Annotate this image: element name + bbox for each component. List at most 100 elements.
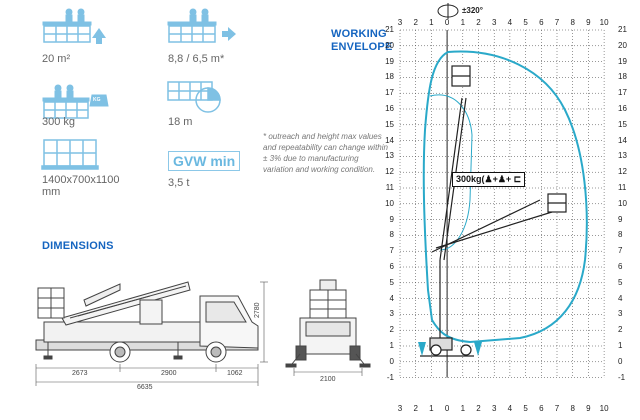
x-tick-label: 2: [476, 18, 481, 27]
x-tick-label: 0: [444, 18, 450, 27]
rear-dimension: 1062: [227, 370, 243, 377]
x-tick-label: 0: [444, 404, 450, 413]
envelope-inner-curve: [429, 94, 473, 251]
y-tick-label: -1: [618, 372, 626, 382]
tolerance-note: * outreach and height max values and rep…: [263, 132, 388, 174]
x-tick-label: 10: [599, 18, 609, 27]
x-tick-label: 8: [570, 404, 575, 413]
y-tick-label: 8: [389, 230, 394, 240]
basket-icon: [41, 139, 99, 170]
overhang-dimension: 2673: [72, 370, 88, 377]
width-dimension: 2100: [320, 376, 336, 383]
y-tick-label: 14: [618, 135, 627, 145]
y-tick-label: 11: [618, 183, 627, 192]
envelope-grid: [399, 29, 605, 378]
y-tick-label: 6: [618, 262, 623, 271]
wheelbase-dimension: 2900: [161, 370, 177, 377]
x-tick-label: 1: [429, 18, 434, 27]
x-tick-label: 3: [397, 404, 403, 413]
x-tick-label: 3: [397, 18, 403, 27]
person-icon: ♟+♟+ ⊏: [484, 174, 522, 184]
x-tick-label: 4: [507, 18, 513, 27]
x-tick-label: 10: [599, 404, 609, 413]
x-tick-label: 5: [523, 404, 528, 413]
load-capacity-text: 300kg(: [456, 174, 485, 184]
x-tick-label: 3: [491, 18, 497, 27]
y-tick-label: 3: [618, 309, 623, 319]
y-tick-label: 20: [618, 40, 627, 50]
y-tick-label: 7: [618, 246, 623, 256]
working-area-value: 20 m²: [42, 53, 71, 65]
y-tick-label: 20: [385, 40, 394, 50]
x-tick-label: 2: [476, 404, 481, 413]
truck-side-view: [35, 281, 259, 363]
gvw-label: GVW min: [168, 151, 241, 171]
y-tick-label: 1: [389, 341, 394, 350]
total-length-dimension: 6635: [137, 384, 153, 391]
y-tick-label: 9: [389, 214, 394, 224]
y-tick-label: 13: [385, 151, 394, 161]
x-tick-label: 5: [523, 18, 528, 27]
y-tick-label: 5: [389, 277, 394, 287]
platform-outreach-icon: [167, 8, 217, 43]
envelope-boom-drawing: [420, 65, 567, 357]
y-tick-label: 4: [389, 293, 394, 303]
envelope-outline: [422, 50, 588, 344]
capacity-icon: [42, 84, 109, 119]
x-tick-label: 1: [460, 404, 466, 413]
arrow-up-icon: [92, 28, 106, 44]
arrow-right-icon: [222, 27, 236, 41]
x-tick-label: 1: [429, 404, 434, 413]
x-tick-label: 2: [413, 404, 418, 413]
y-tick-label: 16: [618, 104, 627, 113]
y-tick-label: 18: [385, 72, 394, 82]
width-dimension-line: [293, 368, 363, 376]
x-tick-label: 7: [554, 404, 560, 413]
rotation-icon: [437, 3, 459, 19]
y-tick-label: 7: [389, 246, 394, 256]
y-tick-label: 12: [618, 167, 627, 177]
height-icon: [167, 81, 221, 113]
x-tick-label: 6: [539, 18, 544, 27]
platform-people-icon: [42, 8, 92, 43]
y-tick-label: 6: [389, 262, 394, 271]
y-tick-label: 18: [618, 72, 627, 82]
y-tick-label: 3: [389, 309, 394, 319]
y-tick-label: 14: [385, 135, 394, 145]
y-tick-label: 19: [385, 56, 394, 66]
working-envelope-heading: WORKING ENVELOPE: [331, 28, 393, 53]
y-tick-label: 19: [618, 56, 627, 66]
y-tick-label: 0: [618, 356, 623, 366]
x-tick-label: 1: [460, 18, 466, 27]
y-tick-label: 1: [618, 341, 623, 350]
y-tick-label: 15: [385, 119, 394, 129]
y-tick-label: 8: [618, 230, 623, 240]
y-tick-label: 17: [385, 88, 394, 98]
basket-size-value: 1400x700x1100 mm: [42, 174, 120, 198]
y-tick-label: 21: [618, 25, 627, 34]
x-tick-label: 6: [539, 404, 544, 413]
truck-front-view: [285, 279, 371, 368]
length-dimension-lines: [35, 281, 268, 386]
rotation-label: ±320°: [462, 6, 483, 15]
y-tick-label: -1: [386, 372, 394, 382]
capacity-value: 300 kg: [42, 116, 76, 128]
height-value: 18 m: [168, 116, 193, 128]
x-tick-label: 3: [491, 404, 497, 413]
y-tick-label: 4: [618, 293, 623, 303]
x-tick-label: 9: [586, 18, 591, 27]
y-tick-label: 16: [385, 104, 394, 113]
y-tick-label: 0: [389, 356, 394, 366]
outreach-value: 8,8 / 6,5 m*: [168, 53, 225, 65]
y-tick-label: 2: [389, 325, 394, 335]
x-tick-label: 2: [413, 18, 418, 27]
x-tick-label: 7: [554, 18, 560, 27]
x-tick-label: 8: [570, 18, 575, 27]
y-tick-label: 12: [385, 167, 394, 177]
y-tick-label: 9: [618, 214, 623, 224]
y-tick-label: 17: [618, 88, 627, 98]
y-tick-label: 2: [618, 325, 623, 335]
